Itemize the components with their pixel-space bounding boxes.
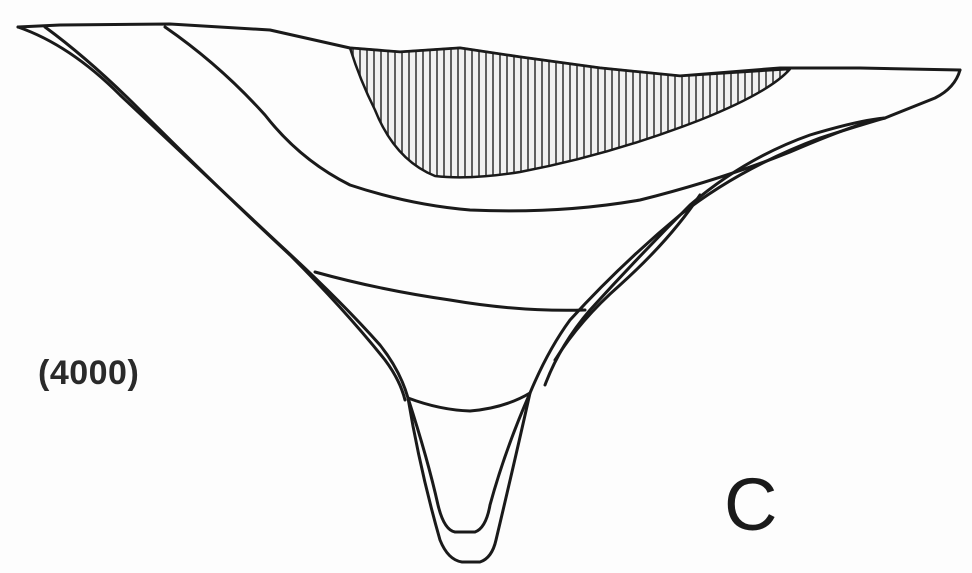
hatched-lens xyxy=(350,48,790,177)
inner-right-line xyxy=(545,118,885,385)
middle-band-boundary xyxy=(315,272,585,310)
right-edge-line xyxy=(885,70,960,118)
inner-channel xyxy=(408,393,530,532)
inner-right-line-2 xyxy=(555,195,700,360)
depth-label: (4000) xyxy=(38,354,139,393)
inner-left-line xyxy=(45,27,405,400)
panel-label: C xyxy=(724,462,777,547)
lower-band-boundary xyxy=(408,393,530,411)
